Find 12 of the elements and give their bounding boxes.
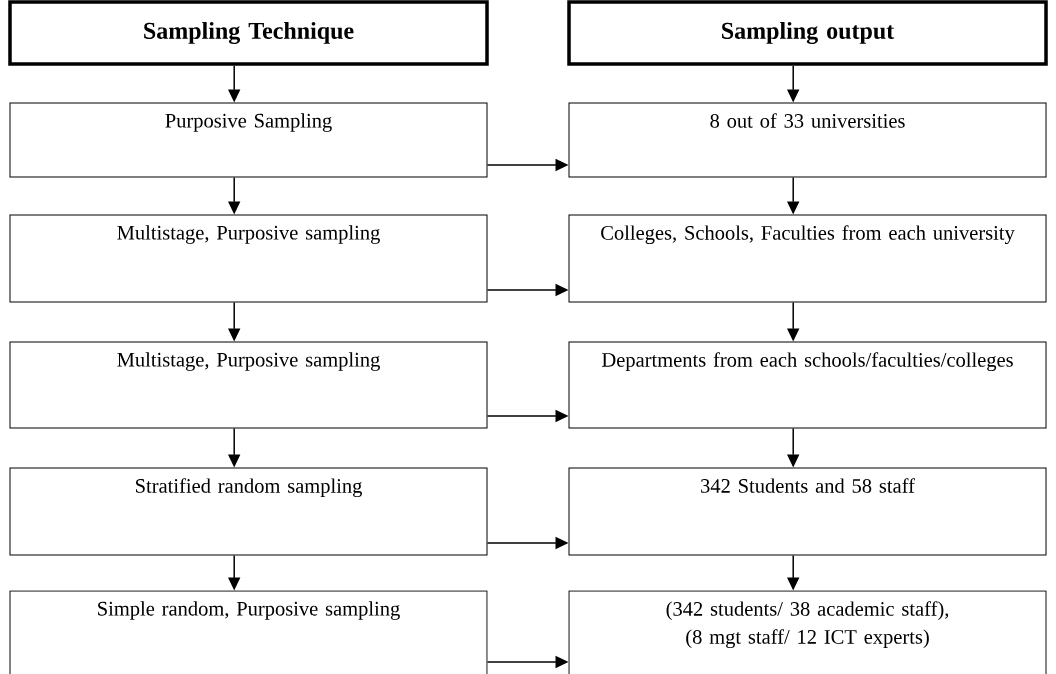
process-box: Colleges, Schools, Faculties from each university	[568, 214, 1047, 303]
process-box: 342 Students and 58 staff	[568, 467, 1047, 556]
process-box: 8 out of 33 universities	[568, 102, 1047, 178]
process-box: Purposive Sampling	[9, 102, 488, 178]
process-box: (342 students/ 38 academic staff), (8 mgt staff/ 12 ICT experts)	[568, 590, 1047, 674]
process-box: Stratified random sampling	[9, 467, 488, 556]
header-box: Sampling Technique	[8, 0, 489, 66]
process-box: Simple random, Purposive sampling	[9, 590, 488, 674]
process-box: Multistage, Purposive sampling	[9, 341, 488, 429]
process-box: Departments from each schools/faculties/colleges	[568, 341, 1047, 429]
process-box: Multistage, Purposive sampling	[9, 214, 488, 303]
header-box: Sampling output	[567, 0, 1048, 66]
